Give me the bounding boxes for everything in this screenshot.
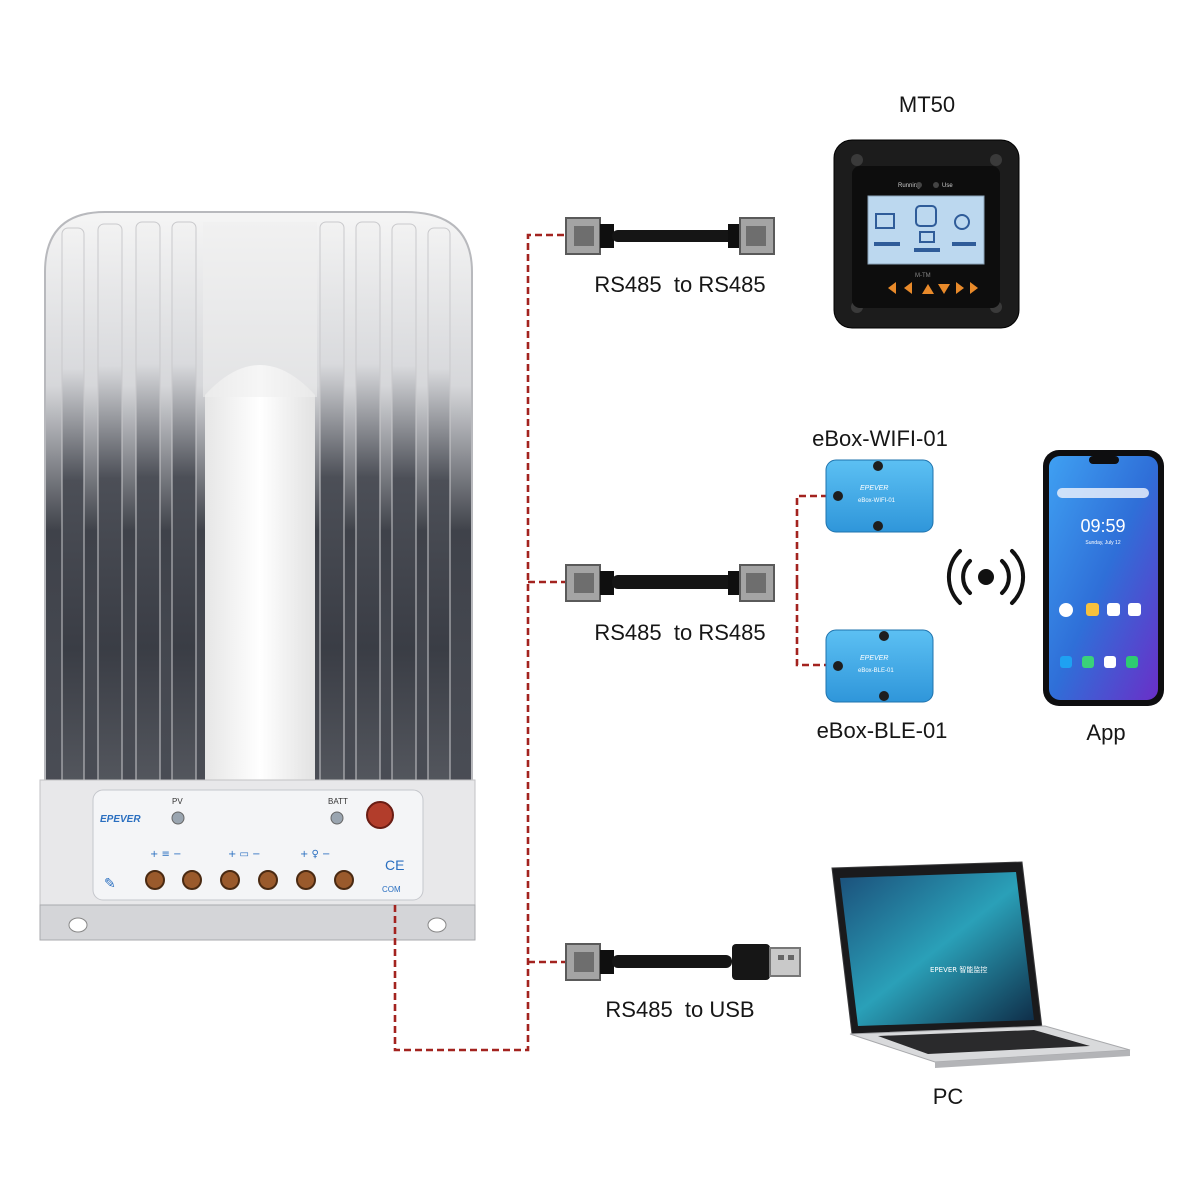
ebox-wifi-module: EPEVER eBox-WIFI-01 — [826, 460, 933, 532]
mt50-title: MT50 — [899, 92, 955, 117]
wrench-icon: ✎ — [104, 876, 116, 892]
svg-text:+ ♀ −: + ♀ − — [300, 849, 330, 860]
wireless-signal-icon — [949, 551, 1023, 603]
batt-led — [331, 812, 343, 824]
center-channel — [205, 365, 315, 792]
pc-title: PC — [933, 1084, 964, 1109]
ebox-wifi-brand: EPEVER — [860, 485, 888, 492]
ble-title: eBox-BLE-01 — [817, 718, 948, 743]
ce-mark: CE — [385, 857, 404, 873]
solar-charge-controller: EPEVER PV BATT + ≡ − + ▭ − + ♀ − ✎ CE CO… — [40, 212, 475, 940]
mt50-caption: M-TM — [915, 273, 931, 279]
cable-rs485-rs485-middle — [566, 565, 774, 601]
ebox-wifi-model: eBox-WIFI-01 — [858, 498, 896, 504]
controller-brand: EPEVER — [100, 814, 141, 825]
mt50-use-label: Use — [942, 183, 953, 189]
laptop-pc: EPEVER 智能监控 — [832, 862, 1130, 1068]
mounting-bracket — [40, 905, 475, 940]
ebox-ble-brand: EPEVER — [860, 655, 888, 662]
app-title: App — [1086, 720, 1125, 745]
reset-button[interactable] — [367, 802, 393, 828]
phone-date: Sunday, July 12 — [1085, 540, 1120, 546]
mt50-running-led — [916, 182, 922, 188]
batt-label: BATT — [328, 797, 348, 806]
pv-led — [172, 812, 184, 824]
cable-rs485-usb — [566, 944, 800, 980]
mt50-remote-meter: Running Use M-TM — [834, 140, 1019, 328]
terminal-symbols: + ≡ − + ▭ − + ♀ − — [150, 849, 330, 860]
cable-label-top: RS485 to RS485 — [594, 272, 765, 297]
laptop-screen-text: EPEVER 智能监控 — [930, 965, 987, 974]
smartphone: 09:59 Sunday, July 12 — [1043, 450, 1164, 706]
pv-label: PV — [172, 797, 183, 806]
com-label: COM — [382, 885, 401, 894]
cable-rs485-rs485-top — [566, 218, 774, 254]
wifi-title: eBox-WIFI-01 — [812, 426, 948, 451]
cable-label-bottom: RS485 to USB — [605, 997, 754, 1022]
svg-text:+ ▭ −: + ▭ − — [228, 849, 261, 860]
phone-clock: 09:59 — [1080, 516, 1125, 536]
svg-text:+ ≡ −: + ≡ − — [150, 849, 182, 860]
ebox-ble-model: eBox-BLE-01 — [858, 668, 894, 674]
cable-label-middle: RS485 to RS485 — [594, 620, 765, 645]
ebox-ble-module: EPEVER eBox-BLE-01 — [826, 630, 933, 702]
mt50-use-led — [933, 182, 939, 188]
